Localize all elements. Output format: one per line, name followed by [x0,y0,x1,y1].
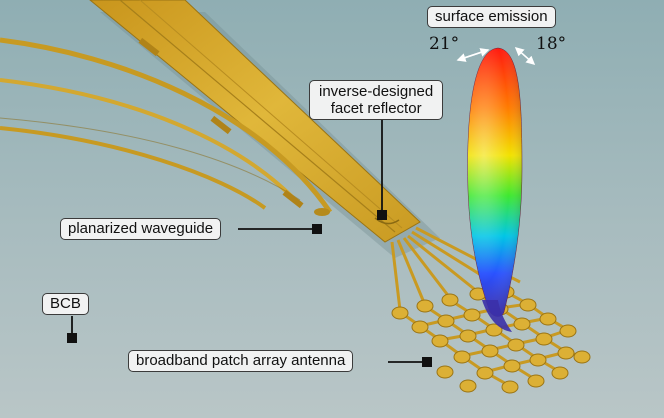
facet-reflector-line2: facet reflector [330,100,422,117]
facet-reflector-line1: inverse-designed [319,83,434,100]
marker-reflector [377,210,387,220]
feed-wire-edge [0,117,301,201]
waveguide-groove [119,0,396,233]
marker-waveguide [312,224,322,234]
surface-emission-label: surface emission [427,6,556,28]
angle-left-label: 21° [429,34,460,54]
strip-bend-3 [282,189,304,209]
patch-array-antenna [391,285,591,394]
angle-right-label: 18° [536,34,567,54]
marker-bcb [67,333,77,343]
strip-bend-2 [210,115,232,135]
feed-wire-2 [0,78,302,207]
feed-wire-3 [0,126,267,210]
bcb-label: BCB [42,293,89,315]
waveguide-groove-2 [139,0,403,229]
feed-wire-1 [0,37,333,214]
facet-reflector-label: inverse-designed facet reflector [309,80,444,120]
right-angle-arrow-back [514,47,535,65]
marker-antenna [422,357,432,367]
emission-lobe [467,47,523,332]
waveguide-end [314,208,330,216]
left-angle-arrow-back [457,48,490,61]
strip-bend-1 [138,37,160,57]
patch-array-label: broadband patch array antenna [128,350,354,372]
leader-markers [67,210,432,367]
planarized-waveguide-label: planarized waveguide [60,218,222,240]
leader-lines [71,116,426,363]
